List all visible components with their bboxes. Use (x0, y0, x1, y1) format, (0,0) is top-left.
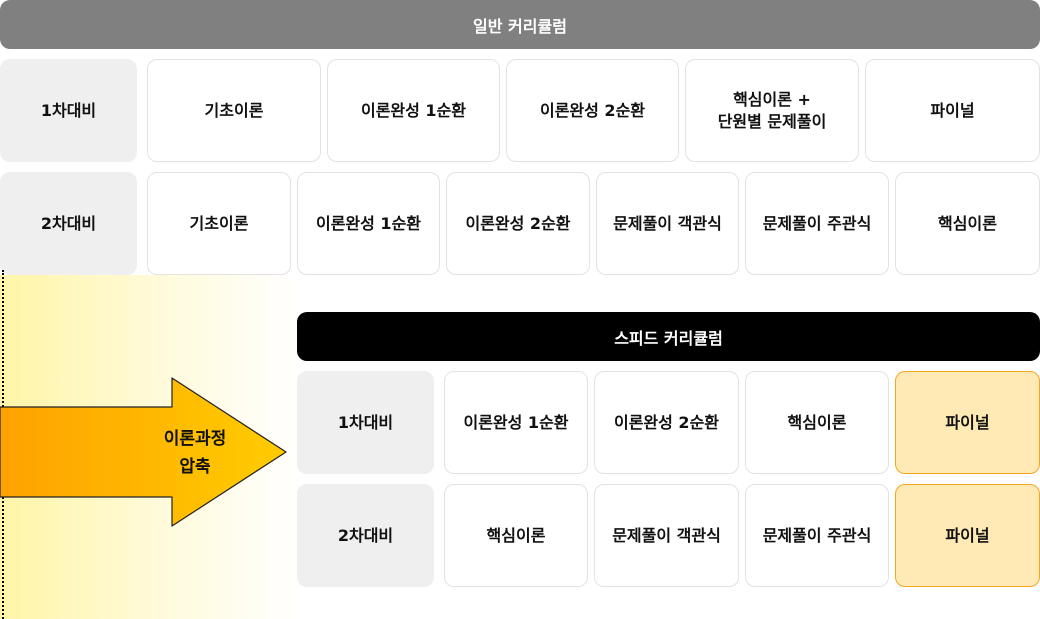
course-box: 기초이론 (147, 172, 291, 275)
course-box: 핵심이론 +단원별 문제풀이 (685, 59, 859, 162)
general-title: 일반 커리큘럼 (473, 16, 567, 36)
course-box: 문제풀이 주관식 (745, 484, 889, 587)
course-box: 핵심이론 (745, 371, 889, 474)
course-box: 핵심이론 (895, 172, 1040, 275)
speed-curriculum-header: 스피드 커리큘럼 (297, 312, 1040, 361)
course-line: 핵심이론 + (733, 89, 811, 109)
stage-label: 1차대비 (0, 59, 137, 162)
general-curriculum-header: 일반 커리큘럼 (0, 0, 1040, 49)
course-box: 이론완성 1순환 (444, 371, 588, 474)
course-box: 문제풀이 주관식 (745, 172, 889, 275)
course-box: 이론완성 2순환 (594, 371, 739, 474)
course-line: 단원별 문제풀이 (717, 111, 827, 131)
stage-label: 2차대비 (297, 484, 434, 587)
arrow-line: 이론과정 (163, 429, 227, 449)
stage-label: 2차대비 (0, 172, 137, 275)
course-box: 핵심이론 (444, 484, 588, 587)
compress-arrow-icon (0, 377, 287, 527)
final-course-box: 파이널 (895, 484, 1040, 587)
course-box: 기초이론 (147, 59, 321, 162)
course-box: 문제풀이 객관식 (594, 484, 739, 587)
course-box: 이론완성 2순환 (446, 172, 590, 275)
arrow-line: 압축 (179, 457, 211, 477)
course-box: 파이널 (865, 59, 1040, 162)
course-box: 이론완성 2순환 (506, 59, 679, 162)
course-box: 이론완성 1순환 (297, 172, 440, 275)
stage-label: 1차대비 (297, 371, 434, 474)
course-box: 이론완성 1순환 (327, 59, 500, 162)
speed-title: 스피드 커리큘럼 (614, 328, 723, 348)
final-course-box: 파이널 (895, 371, 1040, 474)
course-box: 문제풀이 객관식 (596, 172, 739, 275)
